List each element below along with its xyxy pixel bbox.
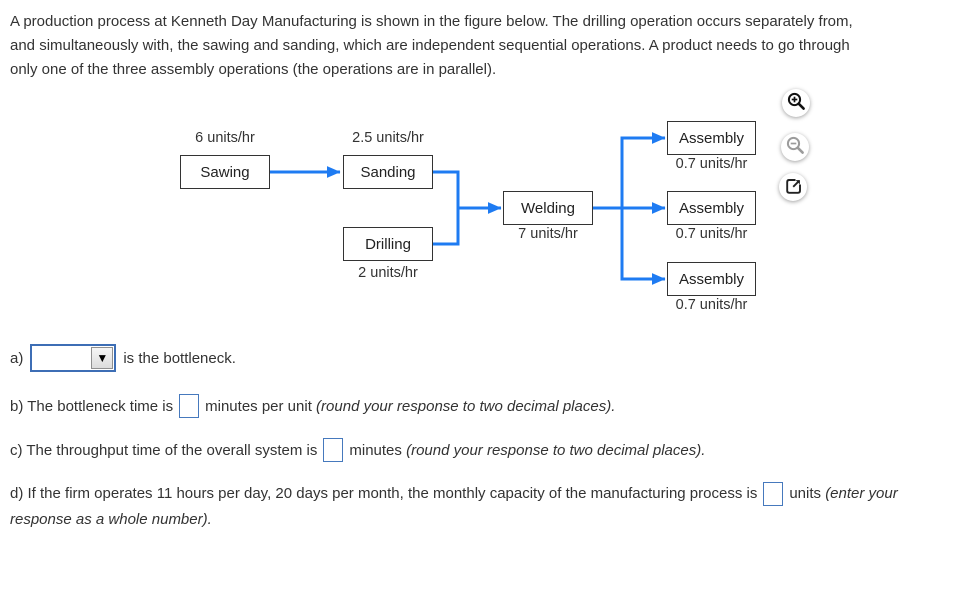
intro-paragraph: A production process at Kenneth Day Manu… <box>10 10 853 82</box>
node-sawing: Sawing <box>180 155 270 189</box>
question-c-before: c) The throughput time of the overall sy… <box>10 441 318 459</box>
question-d-after: units <box>789 485 822 502</box>
question-d-note: (enter your response as a whole number). <box>10 485 898 528</box>
question-c-after: minutes <box>349 441 402 459</box>
node-label: Welding <box>521 199 575 217</box>
node-label: Assembly <box>678 129 745 147</box>
rate-label-sanding: 2.5 units/hr <box>352 130 424 146</box>
zoom-in-button[interactable] <box>782 89 810 117</box>
open-in-new-window-icon <box>781 174 805 201</box>
throughput-time-input[interactable] <box>323 438 344 462</box>
intro-line: only one of the three assembly operation… <box>10 61 497 78</box>
rate-label-assembly-1: 0.7 units/hr <box>675 156 748 172</box>
intro-line: A production process at Kenneth Day Manu… <box>10 13 853 30</box>
question-c: c) The throughput time of the overall sy… <box>10 437 705 463</box>
open-in-new-window-button[interactable] <box>779 173 807 201</box>
question-d: d) If the firm operates 11 hours per day… <box>10 481 940 533</box>
rate-label-assembly-3: 0.7 units/hr <box>675 297 748 313</box>
node-assembly-2: Assembly <box>667 191 756 225</box>
zoom-out-button[interactable] <box>781 133 809 161</box>
question-c-note: (round your response to two decimal plac… <box>406 441 706 459</box>
question-b-before: b) The bottleneck time is <box>10 397 174 415</box>
node-sanding: Sanding <box>343 155 433 189</box>
intro-line: and simultaneously with, the sawing and … <box>10 37 850 54</box>
zoom-in-icon <box>784 90 808 117</box>
question-a: a) ▼ is the bottleneck. <box>10 344 236 372</box>
node-label: Drilling <box>365 235 411 253</box>
rate-label-welding: 7 units/hr <box>518 226 578 242</box>
monthly-capacity-input[interactable] <box>763 482 784 507</box>
node-label: Sanding <box>360 163 416 181</box>
bottleneck-time-input[interactable] <box>179 394 200 418</box>
node-drilling: Drilling <box>343 227 433 261</box>
question-b-after: minutes per unit <box>205 397 312 415</box>
node-label: Assembly <box>678 270 745 288</box>
node-label: Sawing <box>200 163 250 181</box>
node-assembly-1: Assembly <box>667 121 756 155</box>
rate-label-sawing: 6 units/hr <box>195 130 255 146</box>
question-b: b) The bottleneck time is minutes per un… <box>10 393 615 419</box>
bottleneck-dropdown[interactable]: ▼ <box>30 344 117 372</box>
node-welding: Welding <box>503 191 593 225</box>
question-b-note: (round your response to two decimal plac… <box>316 397 616 415</box>
question-a-prefix: a) <box>10 349 24 367</box>
question-d-before: d) If the firm operates 11 hours per day… <box>10 485 758 502</box>
node-assembly-3: Assembly <box>667 262 756 296</box>
node-label: Assembly <box>678 199 745 217</box>
zoom-out-icon <box>783 134 807 161</box>
chevron-down-icon: ▼ <box>91 347 114 369</box>
rate-label-assembly-2: 0.7 units/hr <box>675 226 748 242</box>
rate-label-drilling: 2 units/hr <box>358 265 418 281</box>
question-a-suffix: is the bottleneck. <box>123 349 236 367</box>
